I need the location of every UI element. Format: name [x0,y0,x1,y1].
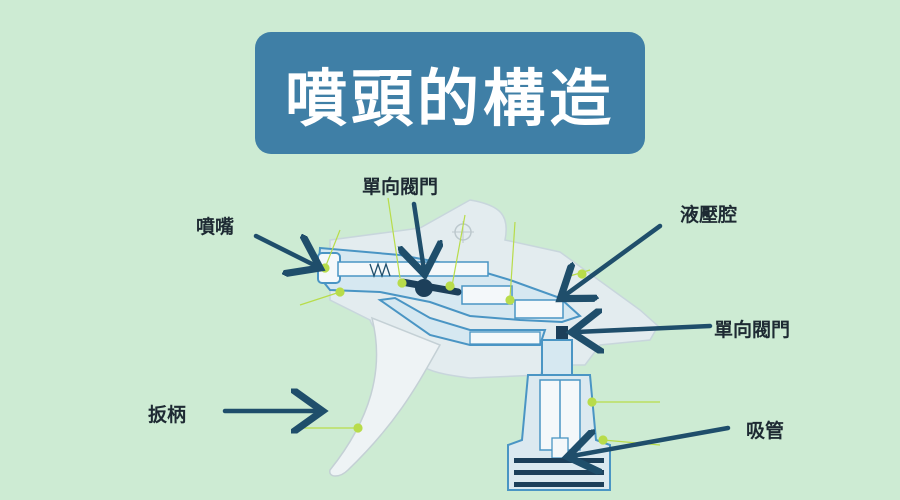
label-hydraulic-chamber: 液壓腔 [680,204,738,226]
valve-ball [415,279,433,297]
label-check-valve-top: 單向閥門 [362,176,439,198]
thread-band [514,458,604,463]
arrow-check-valve-right [576,326,713,332]
trigger-handle [329,316,442,477]
inner-passage [337,261,489,277]
arrow-nozzle [253,233,316,266]
label-check-valve-right: 單向閥門 [714,319,791,341]
lower-check-valve [556,326,568,340]
spring [369,261,391,279]
piston-cylinder [461,285,513,305]
arrow-check-valve-top [414,201,424,270]
diagram-title: 噴頭的構造 [284,62,615,135]
arrow-suction-tube [572,425,731,456]
label-suction-tube: 吸管 [746,420,785,442]
label-trigger: 扳柄 [148,404,187,426]
label-nozzle: 噴嘴 [196,216,235,238]
title-box: 噴頭的構造 [255,32,645,154]
arrow-hydraulic-chamber [564,223,663,296]
